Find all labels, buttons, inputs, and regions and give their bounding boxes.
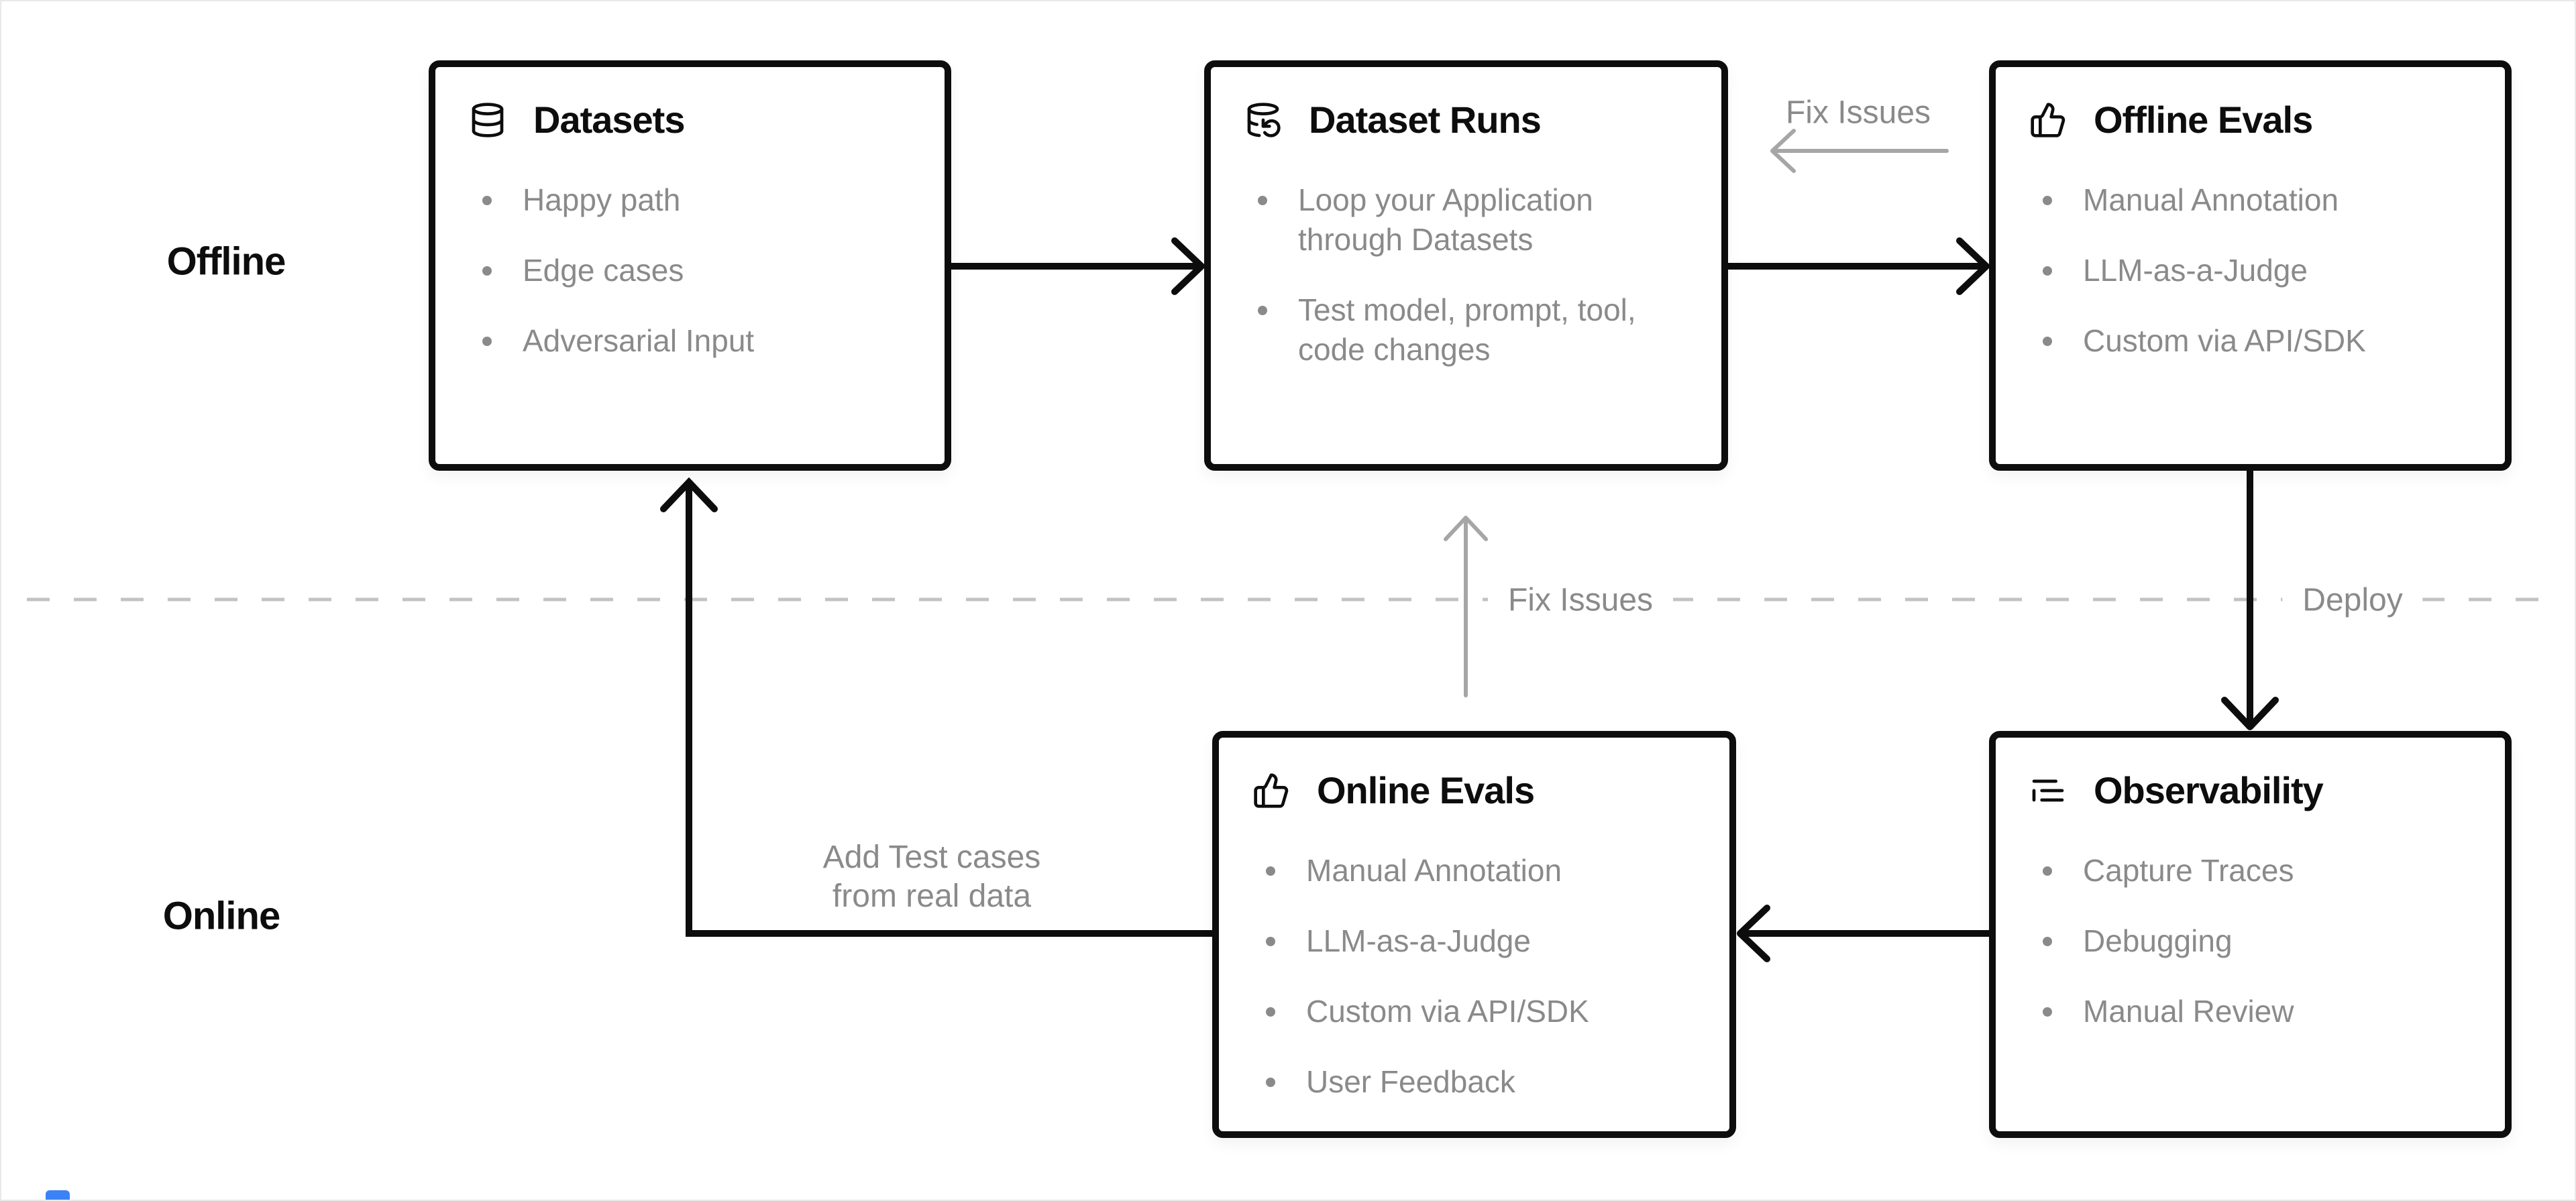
datasets-to-dataset-runs-arrow (948, 237, 1205, 295)
datasets-box-header: Datasets (469, 98, 918, 141)
bullet-item: Custom via API/SDK (2043, 321, 2478, 361)
fix-issues-top-label: Fix Issues (1785, 95, 1931, 131)
online-evals-bullet-list: Manual Annotation LLM-as-a-Judge Custom … (1250, 851, 1703, 1102)
add-test-cases-line2: from real data (832, 878, 1032, 914)
online-evals-box-header: Online Evals (1252, 768, 1703, 812)
online-evals-box-title: Online Evals (1317, 769, 1535, 811)
list-indent-icon (2029, 772, 2067, 809)
bullet-item: Loop your Application through Datasets (1258, 180, 1695, 260)
dataset-runs-to-offline-evals-arrow (1725, 237, 1990, 295)
fix-issues-middle-arrow (1444, 516, 1488, 697)
observability-bullet-list: Capture Traces Debugging Manual Review (2027, 851, 2478, 1031)
fix-issues-top-arrow (1770, 129, 1949, 173)
offline-section-label: Offline (166, 239, 286, 284)
dataset-runs-box-header: Dataset Runs (1244, 98, 1695, 141)
fix-issues-middle-label: Fix Issues (1487, 577, 1674, 623)
dataset-runs-bullet-list: Loop your Application through Datasets T… (1242, 180, 1695, 369)
datasets-bullet-list: Happy path Edge cases Adversarial Input (466, 180, 918, 361)
observability-to-online-evals-arrow (1737, 905, 1992, 962)
bullet-item: Manual Review (2043, 992, 2478, 1031)
add-test-cases-label: Add Test cases from real data (757, 838, 1106, 916)
bullet-item: Capture Traces (2043, 851, 2478, 891)
thumbs-up-icon (2029, 101, 2067, 139)
bullet-item: Manual Annotation (2043, 180, 2478, 220)
thumbs-up-icon (1252, 772, 1290, 809)
bullet-item: LLM-as-a-Judge (2043, 251, 2478, 290)
bullet-item: Manual Annotation (1266, 851, 1703, 891)
add-test-cases-line1: Add Test cases (822, 840, 1041, 875)
offline-evals-box-header: Offline Evals (2029, 98, 2478, 141)
online-section-label: Online (162, 894, 280, 938)
observability-box: Observability Capture Traces Debugging M… (1989, 731, 2512, 1138)
offline-evals-box-title: Offline Evals (2094, 99, 2313, 141)
observability-box-header: Observability (2029, 768, 2478, 812)
database-run-icon (1244, 101, 1282, 139)
bullet-item: Happy path (482, 180, 918, 220)
datasets-box-title: Datasets (533, 99, 685, 141)
bullet-item: User Feedback (1266, 1062, 1703, 1102)
datasets-box: Datasets Happy path Edge cases Adversari… (429, 60, 951, 471)
observability-box-title: Observability (2094, 769, 2324, 811)
online-evals-box: Online Evals Manual Annotation LLM-as-a-… (1212, 731, 1736, 1138)
database-icon (469, 101, 506, 139)
online-evals-to-datasets-arrow (660, 477, 1216, 937)
dataset-runs-box: Dataset Runs Loop your Application throu… (1204, 60, 1728, 471)
bullet-item: Custom via API/SDK (1266, 992, 1703, 1031)
bullet-item: Test model, prompt, tool, code changes (1258, 290, 1695, 369)
chat-widget-stub[interactable] (46, 1190, 70, 1200)
dataset-runs-box-title: Dataset Runs (1309, 99, 1542, 141)
deploy-label: Deploy (2282, 577, 2423, 623)
offline-evals-box: Offline Evals Manual Annotation LLM-as-a… (1989, 60, 2512, 471)
deploy-arrow (2221, 467, 2279, 730)
offline-evals-bullet-list: Manual Annotation LLM-as-a-Judge Custom … (2027, 180, 2478, 361)
bullet-item: Edge cases (482, 251, 918, 290)
bullet-item: LLM-as-a-Judge (1266, 921, 1703, 961)
bullet-item: Debugging (2043, 921, 2478, 961)
bullet-item: Adversarial Input (482, 321, 918, 361)
